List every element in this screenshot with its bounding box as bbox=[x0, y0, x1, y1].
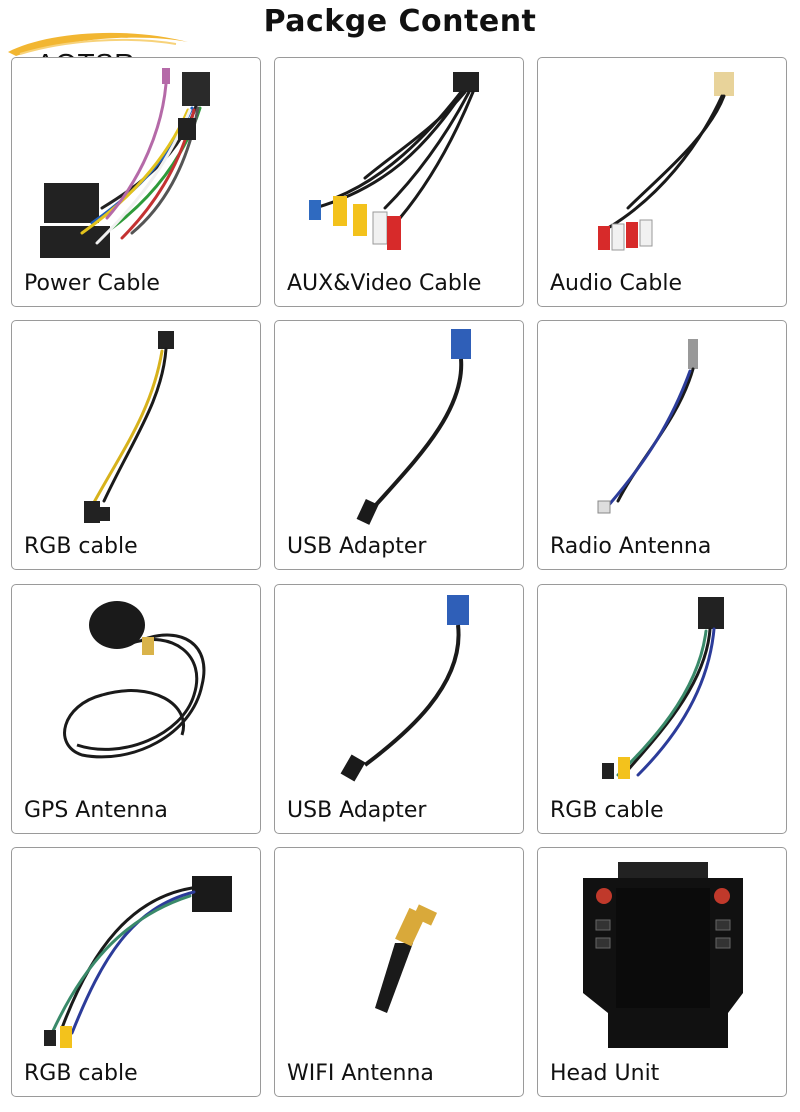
item-card-power-cable: Power Cable bbox=[11, 57, 261, 307]
usb-adapter-icon bbox=[356, 329, 471, 525]
item-card-rgb-cable-2: RGB cable bbox=[537, 584, 787, 834]
item-card-audio-cable: Audio Cable bbox=[537, 57, 787, 307]
item-label: Head Unit bbox=[550, 1061, 660, 1086]
item-label: GPS Antenna bbox=[24, 798, 168, 823]
item-card-usb-adapter-2: USB Adapter bbox=[274, 584, 524, 834]
item-label: RGB cable bbox=[24, 1061, 138, 1086]
item-card-usb-adapter: USB Adapter bbox=[274, 320, 524, 570]
item-card-wifi-antenna: WIFI Antenna bbox=[274, 847, 524, 1097]
item-card-aux-video-cable: AUX&Video Cable bbox=[274, 57, 524, 307]
item-card-rgb-cable: RGB cable bbox=[11, 320, 261, 570]
logo-swoosh-icon bbox=[8, 32, 188, 56]
usb-adapter-icon bbox=[340, 595, 469, 782]
power-cable-icon bbox=[40, 68, 210, 258]
item-card-gps-antenna: GPS Antenna bbox=[11, 584, 261, 834]
item-label: Power Cable bbox=[24, 271, 160, 296]
item-card-head-unit: Head Unit bbox=[537, 847, 787, 1097]
gps-antenna-icon bbox=[63, 601, 206, 759]
item-card-rgb-cable-3: RGB cable bbox=[11, 847, 261, 1097]
item-card-radio-antenna: Radio Antenna bbox=[537, 320, 787, 570]
item-label: Radio Antenna bbox=[550, 534, 712, 559]
item-label: USB Adapter bbox=[287, 798, 427, 823]
item-label: Audio Cable bbox=[550, 271, 682, 296]
item-label: WIFI Antenna bbox=[287, 1061, 434, 1086]
item-label: RGB cable bbox=[24, 534, 138, 559]
audio-cable-icon bbox=[598, 72, 734, 251]
item-label: AUX&Video Cable bbox=[287, 271, 482, 296]
rgb-cable-icon bbox=[44, 876, 232, 1048]
rgb-cable-icon bbox=[84, 331, 174, 523]
aux-video-cable-icon bbox=[309, 72, 479, 250]
radio-antenna-icon bbox=[597, 339, 698, 514]
rgb-cable-icon bbox=[602, 597, 724, 779]
page-title: Packge Content bbox=[263, 4, 537, 39]
wifi-antenna-icon bbox=[375, 904, 438, 1013]
item-label: RGB cable bbox=[550, 798, 664, 823]
item-label: USB Adapter bbox=[287, 534, 427, 559]
head-unit-icon bbox=[583, 862, 743, 1048]
